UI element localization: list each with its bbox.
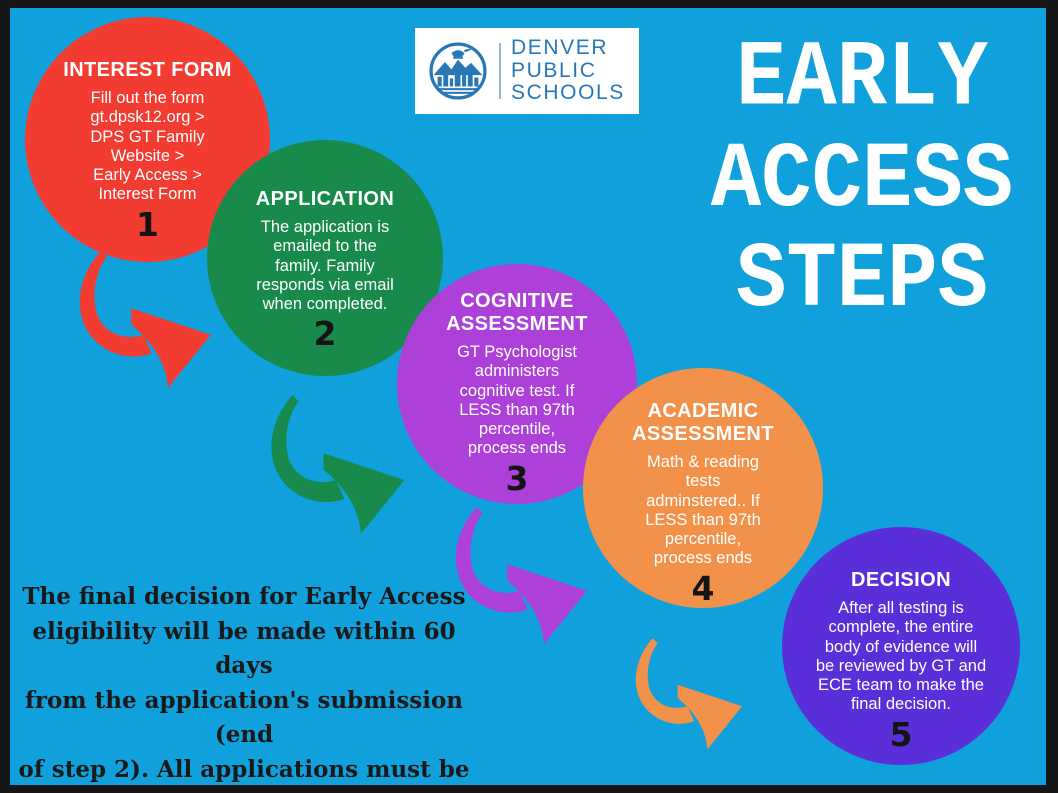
deadline-note: The final decision for Early Access elig… [18,583,470,793]
step-number: 2 [313,314,337,354]
step-title: DECISION [851,569,951,591]
flow-arrow-step1-icon [79,251,211,388]
page-title: EARLY ACCESS STEPS [710,27,1014,334]
step-circle-interest-form: INTEREST FORM Fill out the form gt.dpsk1… [25,17,270,262]
step-number: 5 [889,714,913,754]
step-number: 1 [136,204,159,244]
dps-logo: DENVER PUBLIC SCHOOLS [415,28,639,114]
step-body: GT Psychologist administers cognitive te… [457,343,577,458]
dps-logo-icon [429,42,487,100]
step-title: INTEREST FORM [63,59,232,81]
step-title: COGNITIVE ASSESSMENT [446,290,588,335]
logo-divider [499,43,501,99]
dps-logo-text: DENVER PUBLIC SCHOOLS [511,35,625,105]
step-number: 4 [691,568,715,608]
step-body: Fill out the form gt.dpsk12.org > DPS GT… [90,89,205,204]
step-circle-decision: DECISION After all testing is complete, … [782,527,1020,765]
step-title: APPLICATION [255,188,395,210]
step-circle-academic-assessment: ACADEMIC ASSESSMENT Math & reading tests… [583,368,823,608]
step-body: The application is emailed to the family… [256,218,394,314]
flow-arrow-step4-icon [635,638,743,750]
flow-arrow-step2-icon [271,395,405,534]
step-body: Math & reading tests adminstered.. If LE… [645,453,761,568]
step-body: After all testing is complete, the entir… [815,599,987,714]
step-circle-application: APPLICATION The application is emailed t… [207,140,443,376]
step-title: ACADEMIC ASSESSMENT [632,400,774,445]
step-number: 3 [505,458,529,498]
